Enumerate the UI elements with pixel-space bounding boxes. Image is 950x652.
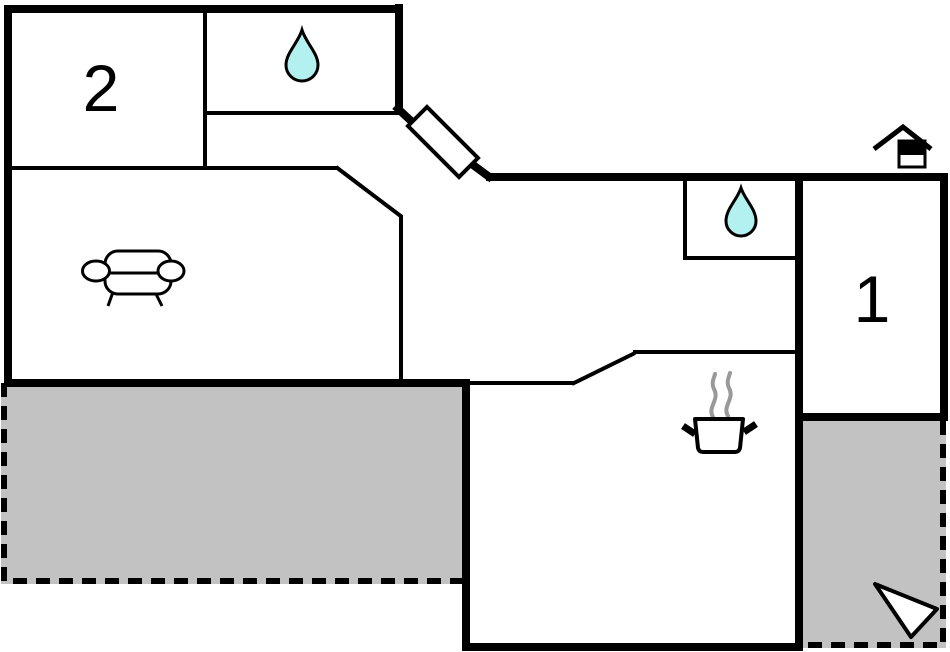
north-arrow-icon <box>873 582 939 639</box>
water-drop-icon <box>284 24 320 83</box>
sofa-icon <box>81 249 186 307</box>
terrace-left <box>1 383 463 584</box>
room-label-1: 1 <box>853 262 891 336</box>
steam-icon <box>709 371 733 419</box>
cooking-pot-icon <box>681 371 758 454</box>
water-drop-icon <box>724 183 758 238</box>
room-label-2: 2 <box>82 51 120 125</box>
house-icon <box>872 123 933 169</box>
walls <box>4 4 948 651</box>
entry-door <box>405 104 481 180</box>
